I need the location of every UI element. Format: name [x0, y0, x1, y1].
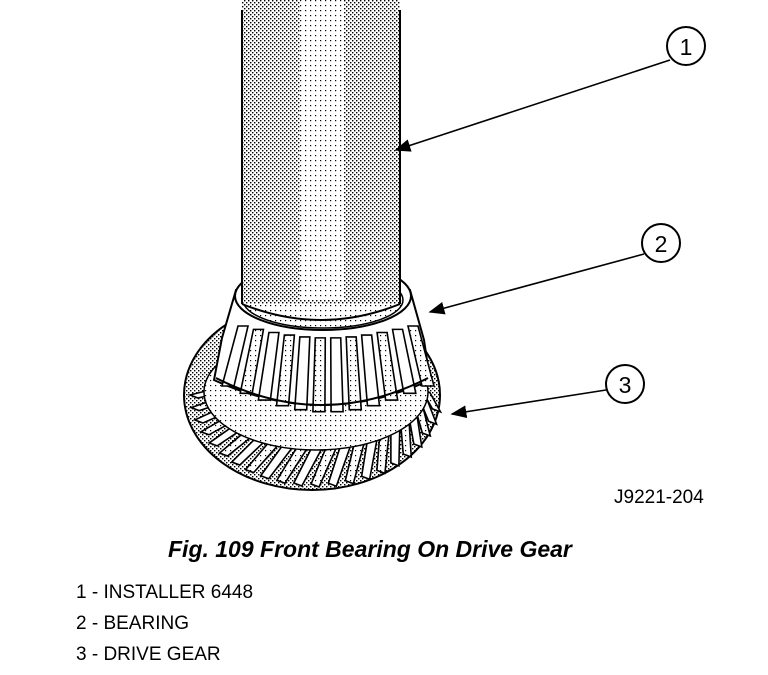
bearing-roller [406, 325, 436, 387]
legend-item: 3 - DRIVE GEAR [76, 644, 221, 665]
bearing-roller [376, 331, 399, 401]
callout-1: 1 [394, 26, 706, 152]
legend-item: 1 - INSTALLER 6448 [76, 582, 254, 603]
bearing-roller [345, 336, 363, 411]
legend: 1 - INSTALLER 6448 2 - BEARING 3 - DRIVE… [76, 582, 253, 675]
figure-code: J9221-204 [614, 487, 704, 508]
callout-3: 3 [450, 364, 645, 419]
bearing-roller [275, 334, 296, 407]
figure-caption: Fig. 109 Front Bearing On Drive Gear [168, 536, 572, 562]
callout-number-1: 1 [680, 34, 693, 60]
bearing-roller [312, 337, 327, 413]
bearing-roller [329, 337, 344, 413]
bearing-roller [360, 334, 381, 407]
callout-number-2: 2 [655, 231, 668, 257]
callout-2: 2 [428, 223, 681, 315]
callout-number-3: 3 [619, 372, 632, 398]
bearing-roller [257, 331, 280, 401]
legend-item: 2 - BEARING [76, 613, 189, 634]
bearing-roller [391, 328, 417, 395]
installer-tool [241, 0, 401, 321]
bearing-roller [293, 336, 311, 411]
